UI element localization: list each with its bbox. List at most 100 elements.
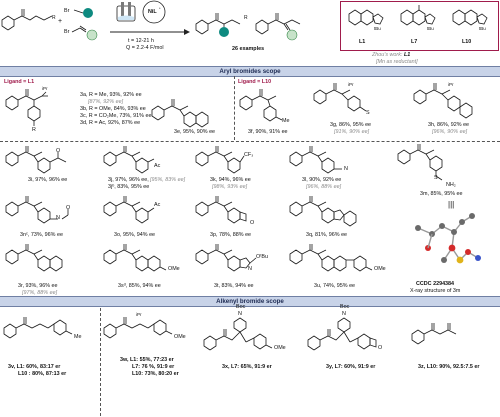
structure-3o	[103, 196, 155, 224]
compound-3k: 3k, 94%, 96% ee	[210, 177, 251, 183]
compound-3w-c: L10: 73%, 80:20 er	[132, 371, 179, 377]
xray-caption: X-ray structure of 3m	[410, 288, 461, 294]
compound-3k-note: [98%, 93% ee]	[212, 184, 248, 190]
structure-3v	[3, 317, 73, 339]
product-aryl-structure	[195, 13, 241, 37]
examples-count: 26 examples	[232, 46, 265, 52]
ccdc-number: CCDC 2294384	[416, 281, 455, 287]
structure-3y	[307, 317, 377, 351]
structure-3r	[5, 244, 63, 272]
boc-3y: Boc	[340, 304, 350, 310]
divider-v2	[100, 308, 101, 416]
compound-3h-note: [96%, 90% ee]	[432, 129, 468, 135]
divider-h1	[0, 141, 500, 142]
compound-3t: 3t, 83%, 94% ee	[214, 283, 254, 289]
zhou-work-prefix: Zhou's work:	[372, 52, 403, 58]
structure-3f	[239, 89, 283, 122]
compound-3q: 3q, 81%, 96% ee	[306, 232, 348, 238]
catalyst-cycle-icon	[142, 0, 166, 24]
compound-3l-note: [96%, 88% ee]	[306, 184, 342, 190]
sub-ome-3s: OMe	[168, 266, 180, 272]
sub-nh2-3m: NH₂	[446, 182, 456, 188]
catalyst-label: NiL	[148, 9, 157, 15]
structure-3x	[203, 317, 273, 351]
reaction-arrow	[110, 29, 190, 35]
compound-3l: 3l, 90%, 92% ee	[302, 177, 342, 183]
structure-3q	[289, 196, 357, 227]
structure-3m	[397, 144, 443, 181]
n-3y: N	[342, 311, 346, 317]
compound-3j-note: [95%, 83% ee]	[150, 177, 186, 183]
compound-3o: 3o, 95%, 94% ee	[114, 232, 156, 238]
ligand-l10-structure	[452, 9, 488, 26]
br-label-1: Br	[64, 8, 70, 14]
compound-3j-b: 3jᵇ, 83%, 95% ee	[108, 184, 150, 190]
structure-3j	[103, 146, 155, 174]
compound-3e: 3e, 95%, 90% ee	[174, 129, 216, 135]
ligand-l10-heading: Ligand = L10	[238, 79, 272, 85]
n-3x: N	[238, 311, 242, 317]
compound-3g-note: [91%, 90% ee]	[334, 129, 370, 135]
boc-3x: Boc	[236, 304, 246, 310]
sub-ipr-3w: iPr	[136, 312, 142, 317]
product-alkenyl-structure	[255, 13, 301, 41]
compound-3h: 3h, 86%, 92% ee	[428, 122, 470, 128]
sub-me-3f: Me	[282, 118, 290, 124]
compound-3z: 3z, L10: 90%, 92.5:7.5 er	[418, 364, 480, 370]
conditions-q: Q = 2.2-4 F/mol	[126, 45, 164, 51]
structure-3n	[5, 196, 69, 224]
compound-3p: 3p, 78%, 88% ee	[210, 232, 252, 238]
sub-ome-3x: OMe	[274, 345, 286, 351]
compound-3g: 3g, 86%, 95% ee	[330, 122, 372, 128]
structure-3g	[313, 83, 367, 112]
sub-r-3a: R	[32, 127, 36, 133]
sub-n-3l: N	[344, 166, 348, 172]
sub-s-3g: S	[366, 110, 370, 116]
compound-3y: 3y, L7: 60%, 91:9 er	[326, 364, 376, 370]
sub-s-3m: S	[434, 175, 438, 181]
compound-3v-a: 3v, L1: 60%, 83:17 er	[8, 364, 61, 370]
structure-3t	[195, 244, 257, 272]
sub-o-3i: O	[56, 148, 61, 154]
l7-tbu: tBu	[427, 26, 434, 31]
compound-3i: 3i, 97%, 96% ee	[28, 177, 68, 183]
ligand-l1-structure	[348, 9, 384, 26]
compound-3b: 3b, R = OMe, 84%, 93% ee	[80, 106, 146, 112]
compound-3c: 3c, R = CO₂Me, 73%, 91% ee	[80, 113, 152, 119]
sub-ome-3w: OMe	[174, 334, 186, 340]
compound-3w-b: L7: 76 %, 91:9 er	[132, 364, 175, 370]
alkenyl-scope-banner: Alkenyl bromide scope	[0, 296, 500, 307]
structure-3a-3d	[5, 89, 48, 126]
compound-3n: 3nᶜ, 73%, 96% ee	[20, 232, 63, 238]
l10-tbu: tBu	[479, 26, 486, 31]
ligand-l10-label: L10	[462, 39, 472, 45]
compound-3w-a: 3w, L1: 55%, 77:23 er	[120, 357, 174, 363]
structure-3l	[289, 146, 342, 174]
structure-3z	[411, 323, 457, 345]
zhou-work-note: [Mn as reductant]	[376, 59, 418, 65]
sub-ac-3j: Ac	[154, 163, 161, 169]
compound-3d: 3d, R = Ac, 92%, 87% ee	[80, 120, 141, 126]
aryl-scope-title: Aryl bromides scope	[219, 68, 281, 75]
compound-3a-note: [87%, 92% ee]	[88, 99, 124, 105]
sub-ipr-3a: iPr	[42, 86, 48, 91]
compound-3u: 3u, 74%, 95% ee	[314, 283, 356, 289]
ligand-l7-label: L7	[411, 39, 418, 45]
sub-o-3p: O	[250, 220, 255, 226]
zhou-work-ligand: L1	[404, 52, 411, 58]
l1-tbu: tBu	[374, 26, 381, 31]
sub-ac-3o: Ac	[154, 202, 161, 208]
equiv-mark: |||	[448, 200, 455, 209]
sub-cf3-3k: CF₃	[244, 152, 254, 158]
compound-3x: 3x, L7: 65%, 91:9 er	[222, 364, 272, 370]
xray-structure-image	[415, 213, 481, 264]
structure-3p	[195, 196, 247, 224]
enone-structure	[1, 9, 53, 31]
sub-o-3n: O	[66, 205, 71, 211]
alkenyl-scope-title: Alkenyl bromide scope	[216, 298, 284, 305]
sub-ipr-3h: iPr	[448, 82, 454, 87]
structure-3k	[195, 146, 245, 174]
structure-3u	[289, 244, 373, 272]
compound-3f: 3f, 90%, 91% ee	[248, 129, 288, 135]
ligand-l1-heading: Ligand = L1	[4, 79, 35, 85]
